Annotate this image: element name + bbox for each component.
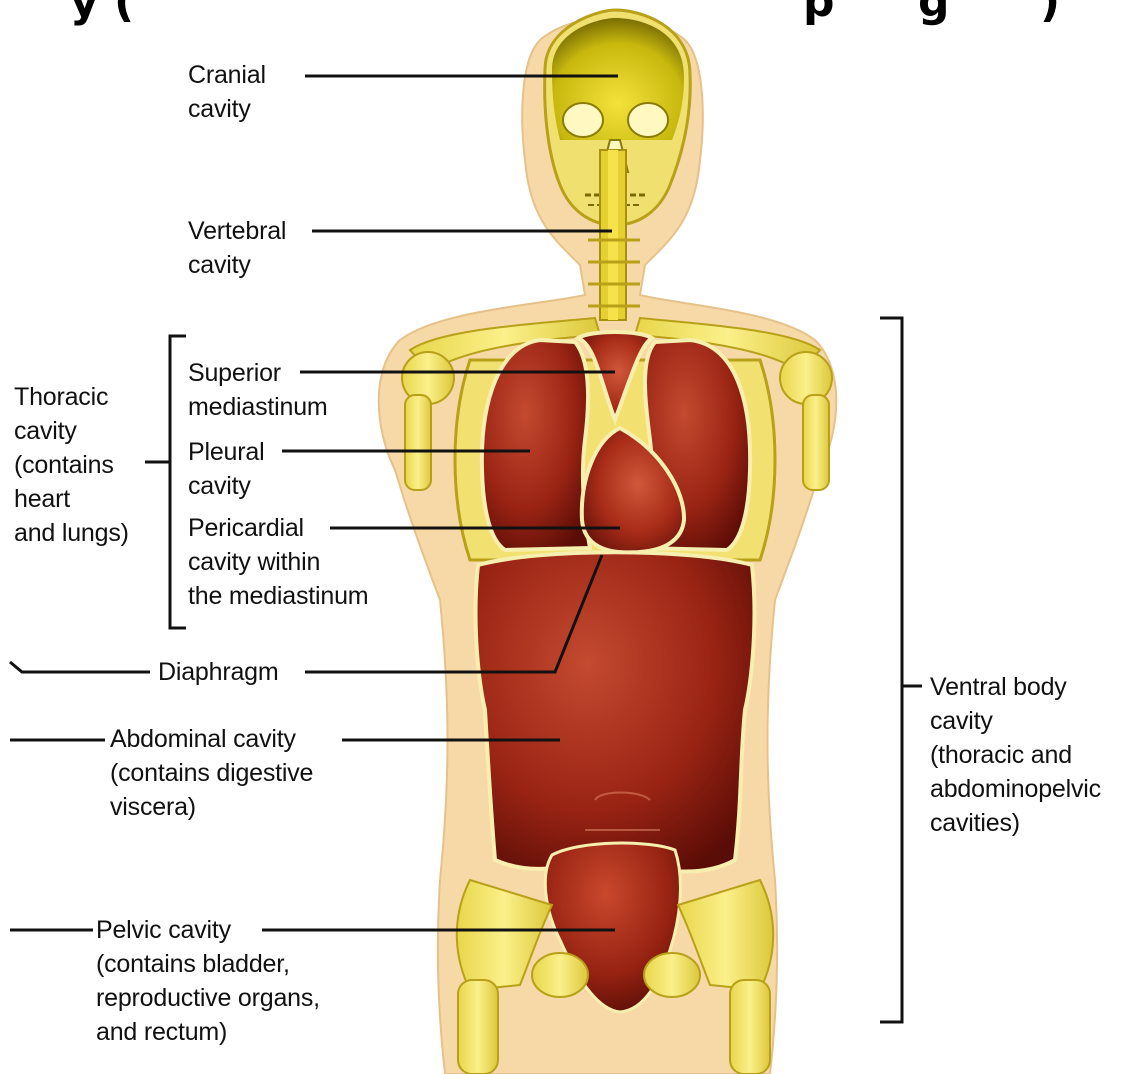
label-cranial-cavity: Cranial cavity	[188, 58, 266, 126]
thoracic-bracket	[170, 336, 186, 628]
label-vertebral-cavity: Vertebral cavity	[188, 214, 286, 282]
label-pleural-cavity: Pleural cavity	[188, 435, 264, 503]
label-thoracic-cavity: Thoracic cavity (contains heart and lung…	[14, 380, 129, 550]
diaphragm-leader-left	[10, 662, 150, 672]
label-superior-mediastinum: Superior mediastinum	[188, 356, 328, 424]
label-pericardial-cavity: Pericardial cavity within the mediastinu…	[188, 511, 368, 613]
lungs	[482, 332, 750, 553]
ventral-bracket	[880, 318, 902, 1022]
title-fragment-right-1: p	[803, 0, 835, 24]
label-ventral-body-cavity: Ventral body cavity (thoracic and abdomi…	[930, 670, 1101, 840]
title-fragment-left: y (	[70, 0, 134, 24]
label-diaphragm: Diaphragm	[158, 655, 278, 689]
label-abdominal-cavity: Abdominal cavity (contains digestive vis…	[110, 722, 313, 824]
title-fragment-right-2: g	[918, 0, 950, 24]
label-pelvic-cavity: Pelvic cavity (contains bladder, reprodu…	[96, 913, 320, 1049]
title-fragment-right-3: )	[1040, 0, 1060, 24]
